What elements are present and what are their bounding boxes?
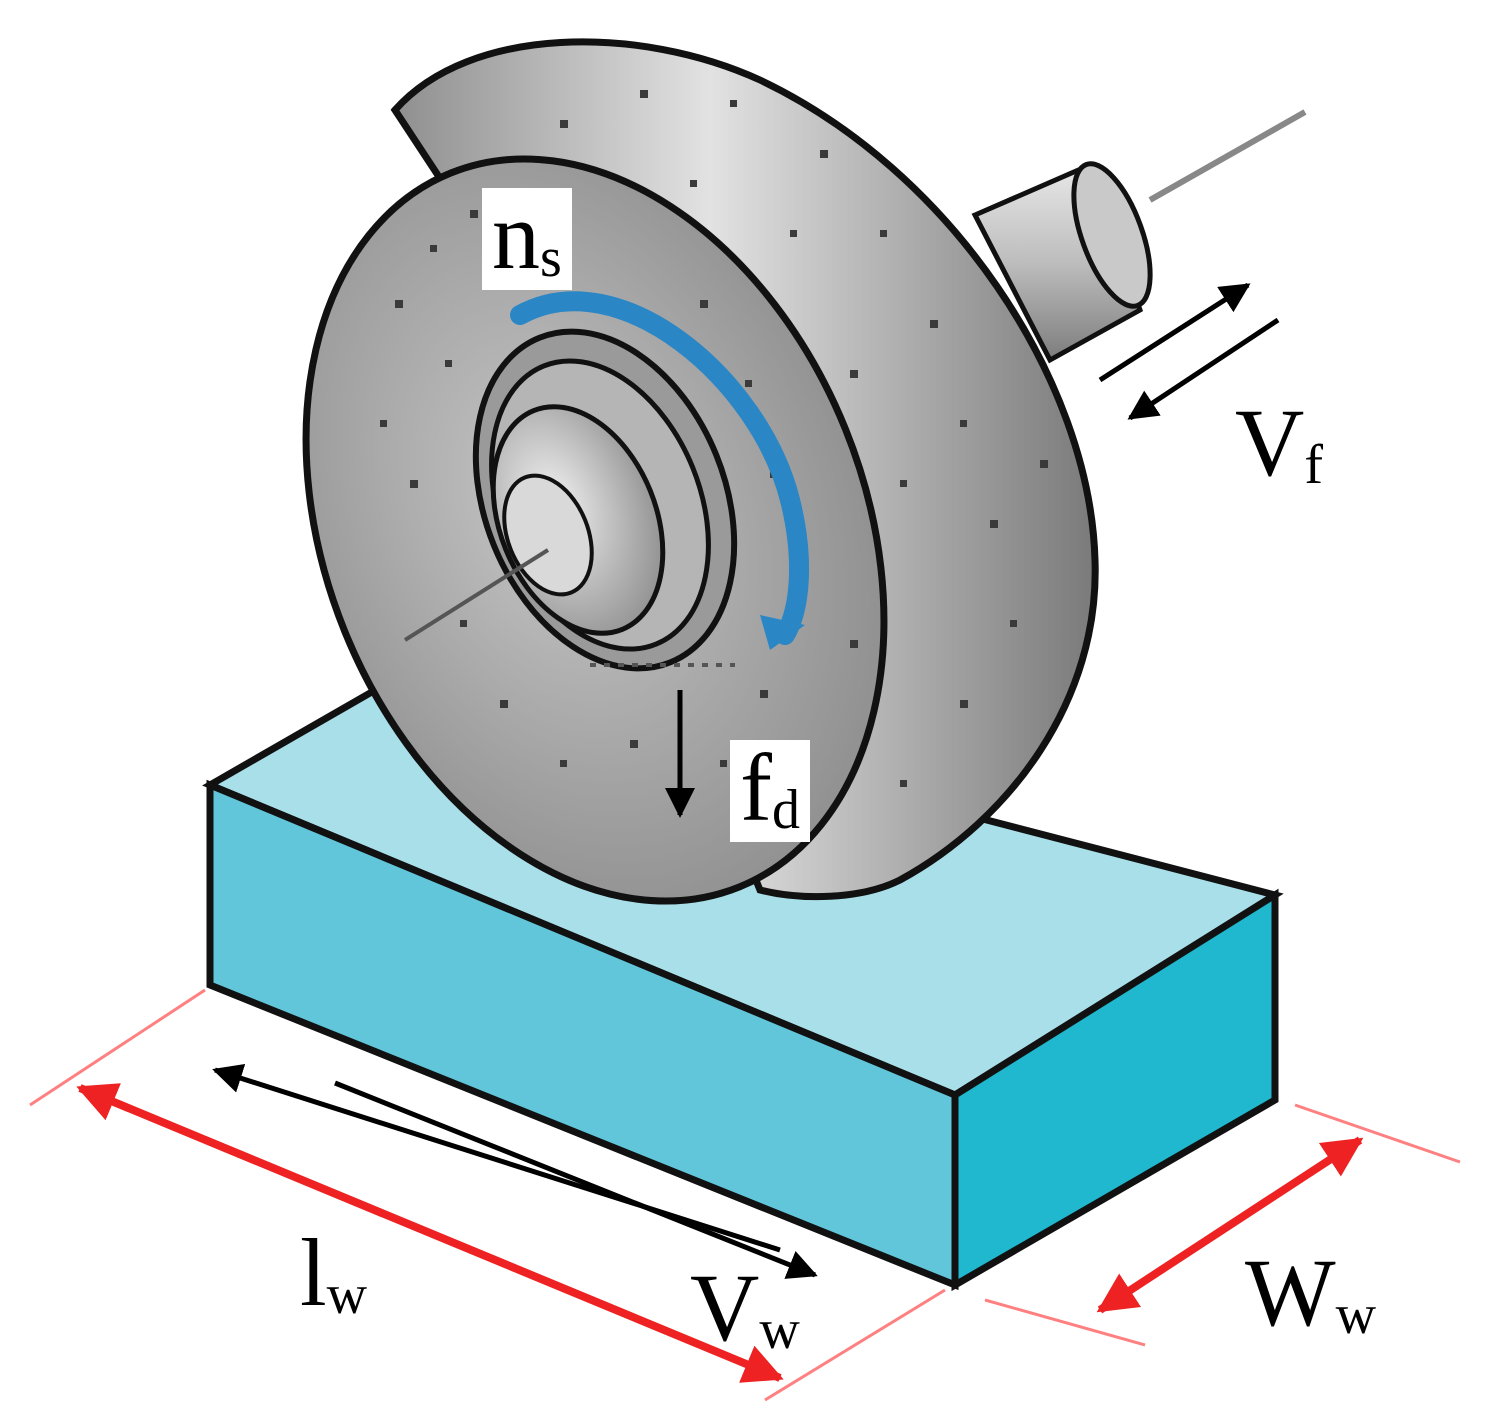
label-vf-main: V — [1235, 389, 1305, 496]
label-fd: fd — [730, 740, 810, 842]
label-vw: Vw — [690, 1260, 800, 1359]
label-ww-sub: w — [1335, 1284, 1377, 1346]
label-ns: ns — [482, 188, 572, 290]
label-vw-sub: w — [759, 1299, 800, 1361]
axis-line-right — [1148, 109, 1307, 203]
dimension-ww — [984, 1103, 1461, 1347]
rotation-arrow-icon — [510, 291, 810, 650]
label-lw-main: l — [300, 1219, 327, 1326]
vf-arrow-in — [1127, 317, 1280, 421]
label-ww: Ww — [1245, 1245, 1376, 1344]
shaft — [971, 161, 1153, 364]
label-vf: Vf — [1235, 395, 1323, 494]
label-ns-main: n — [492, 182, 540, 289]
label-fd-main: f — [740, 734, 772, 841]
label-vw-main: V — [690, 1254, 760, 1361]
label-fd-sub: d — [771, 779, 800, 841]
label-vf-sub: f — [1304, 434, 1323, 496]
workpiece-side-face — [951, 888, 1279, 1292]
axis-line-left — [403, 548, 550, 642]
label-ww-main: W — [1245, 1239, 1336, 1346]
label-lw-sub: w — [326, 1264, 368, 1326]
abrasive-grains — [380, 90, 1048, 787]
label-ns-sub: s — [540, 227, 562, 289]
label-lw: lw — [300, 1225, 367, 1324]
vf-arrow-out — [1098, 282, 1251, 383]
dimension-lw — [29, 988, 946, 1402]
